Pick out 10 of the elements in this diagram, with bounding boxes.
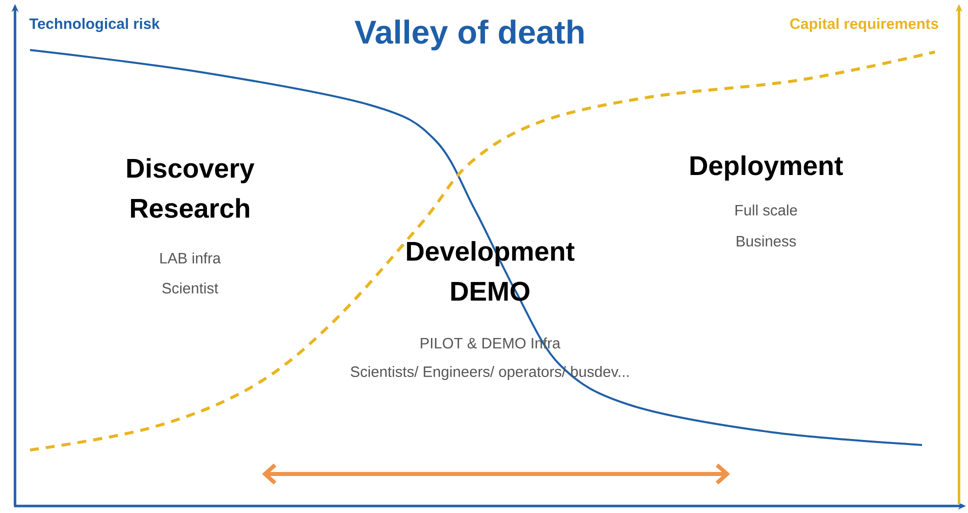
stage-heading: Discovery Research bbox=[127, 158, 254, 218]
axis-label: Capital requirements bbox=[790, 18, 938, 32]
stage-detail: Scientists/ Engineers/ operators/ busdev... bbox=[350, 366, 629, 380]
stage-heading: Deployment bbox=[690, 155, 843, 181]
axis-label: Technological risk bbox=[29, 18, 160, 32]
stage-detail: Business bbox=[736, 235, 796, 246]
stage-detail: LAB infra bbox=[160, 252, 221, 264]
stage-detail: Scientist bbox=[162, 282, 218, 294]
stage-detail: Full scale bbox=[736, 204, 797, 216]
title: Valley of death bbox=[354, 20, 584, 50]
